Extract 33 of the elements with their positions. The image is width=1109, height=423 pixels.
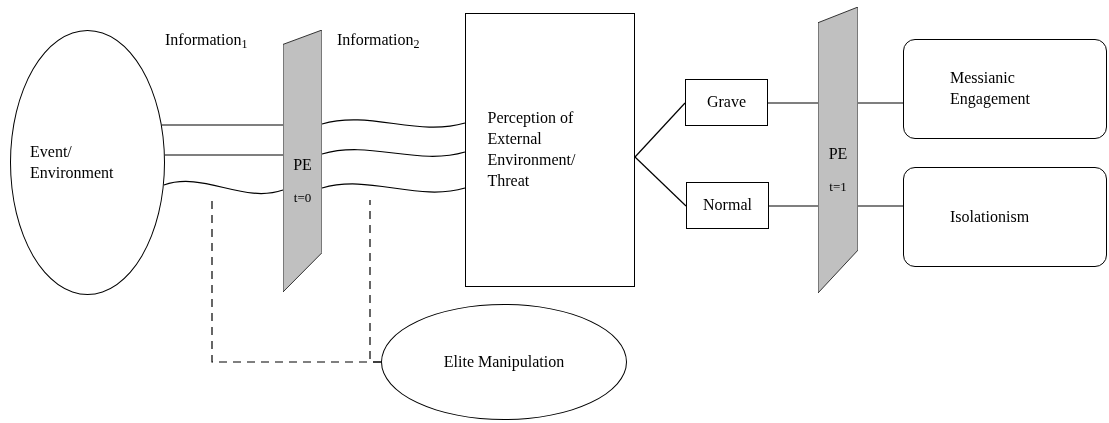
outcome-box	[903, 167, 1107, 267]
panel-label: PE	[293, 155, 312, 176]
channel-label: Information$_{1}$	[165, 30, 248, 51]
process-box	[465, 13, 635, 287]
connector-line	[161, 124, 284, 126]
time-label: t=1	[829, 178, 847, 196]
connector-line	[857, 102, 904, 104]
node-label: Messianic Engagement	[950, 68, 1031, 110]
process-box	[686, 182, 769, 229]
outcome-box	[903, 39, 1107, 139]
node-label: Perception of External Environment/ Threat	[487, 108, 577, 191]
filter-panel	[283, 30, 322, 292]
connector-line	[321, 183, 466, 193]
connector-line	[767, 102, 819, 104]
connector-line	[857, 205, 904, 207]
connector-line	[321, 149, 466, 157]
connector-line	[163, 180, 284, 195]
channel-label: Information$_{2}$	[337, 30, 420, 51]
node-label: Event/ Environment	[30, 141, 115, 183]
connector-line	[768, 205, 819, 207]
connector-line	[634, 156, 687, 207]
panel-label: PE	[828, 144, 848, 165]
time-label: t=0	[293, 189, 312, 207]
filter-panel	[818, 7, 858, 293]
connector-line	[321, 119, 466, 128]
connector-line	[164, 154, 284, 156]
process-box	[685, 79, 768, 126]
node-label: Normal	[703, 195, 752, 216]
dashed-connector	[369, 199, 382, 363]
node-label: Elite Manipulation	[443, 351, 565, 373]
node-label: Isolationism	[950, 206, 1031, 227]
node-label: Grave	[706, 92, 747, 113]
connector-line	[634, 102, 686, 158]
